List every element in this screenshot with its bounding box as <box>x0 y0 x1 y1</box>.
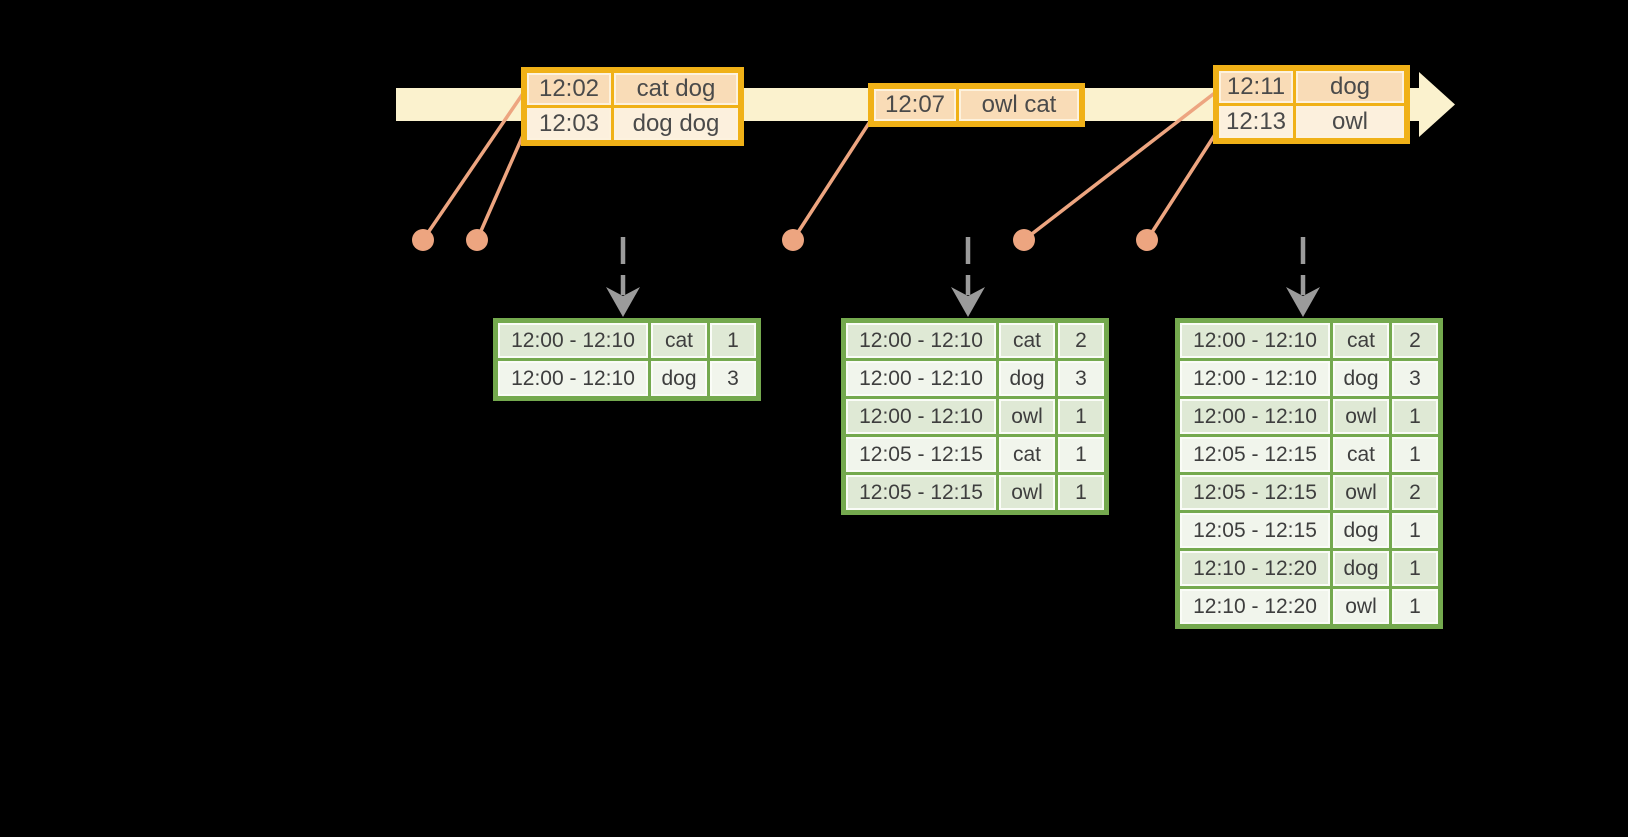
count-cell: 3 <box>1392 361 1438 396</box>
count-cell: 2 <box>1058 323 1104 358</box>
count-cell: 3 <box>710 361 756 396</box>
result-table-1: 12:00 - 12:10 cat 1 12:00 - 12:10 dog 3 <box>493 318 761 401</box>
event-dot <box>1136 229 1158 251</box>
table-row: 12:05 - 12:15 cat 1 <box>1180 437 1438 472</box>
event-dot <box>1013 229 1035 251</box>
table-row: 12:05 - 12:15 owl 2 <box>1180 475 1438 510</box>
event-words-cell: cat dog <box>614 73 738 105</box>
word-cell: cat <box>1333 323 1389 358</box>
window-cell: 12:05 - 12:15 <box>846 437 996 472</box>
table-row: 12:10 - 12:20 owl 1 <box>1180 589 1438 624</box>
event-time-cell: 12:11 <box>1219 71 1293 103</box>
word-cell: owl <box>1333 475 1389 510</box>
timeline-arrowhead-icon <box>1419 72 1455 137</box>
table-row: 12:00 - 12:10 cat 2 <box>1180 323 1438 358</box>
window-cell: 12:10 - 12:20 <box>1180 589 1330 624</box>
connector-line <box>1145 132 1218 241</box>
word-cell: owl <box>1333 399 1389 434</box>
connector-line <box>475 132 526 241</box>
count-cell: 1 <box>710 323 756 358</box>
word-cell: owl <box>999 475 1055 510</box>
count-cell: 1 <box>1058 437 1104 472</box>
word-cell: dog <box>1333 513 1389 548</box>
event-words-cell: owl cat <box>959 89 1079 121</box>
event-row: 12:11 dog <box>1219 71 1404 103</box>
trigger-arrow-head-icon <box>951 287 985 317</box>
result-table-3: 12:00 - 12:10 cat 2 12:00 - 12:10 dog 3 … <box>1175 318 1443 629</box>
connector-line <box>421 91 526 241</box>
connector-lines <box>421 90 1218 242</box>
table-row: 12:05 - 12:15 dog 1 <box>1180 513 1438 548</box>
event-time-cell: 12:07 <box>874 89 956 121</box>
word-cell: cat <box>651 323 707 358</box>
window-cell: 12:05 - 12:15 <box>1180 513 1330 548</box>
window-cell: 12:05 - 12:15 <box>1180 437 1330 472</box>
event-dots <box>412 229 1158 251</box>
window-cell: 12:10 - 12:20 <box>1180 551 1330 586</box>
connector-line <box>1022 90 1218 242</box>
window-cell: 12:00 - 12:10 <box>1180 323 1330 358</box>
table-row: 12:05 - 12:15 owl 1 <box>846 475 1104 510</box>
word-cell: owl <box>1333 589 1389 624</box>
trigger-arrows <box>606 237 1320 317</box>
count-cell: 3 <box>1058 361 1104 396</box>
window-cell: 12:00 - 12:10 <box>846 323 996 358</box>
event-box-1202: 12:02 cat dog 12:03 dog dog <box>521 67 744 146</box>
word-cell: dog <box>999 361 1055 396</box>
word-cell: dog <box>651 361 707 396</box>
count-cell: 1 <box>1058 399 1104 434</box>
event-dot <box>466 229 488 251</box>
count-cell: 2 <box>1392 323 1438 358</box>
window-cell: 12:05 - 12:15 <box>846 475 996 510</box>
event-box-1211: 12:11 dog 12:13 owl <box>1213 65 1410 144</box>
event-box-1207: 12:07 owl cat <box>868 83 1085 127</box>
window-cell: 12:00 - 12:10 <box>1180 399 1330 434</box>
event-time-cell: 12:02 <box>527 73 611 105</box>
window-cell: 12:00 - 12:10 <box>846 399 996 434</box>
window-cell: 12:00 - 12:10 <box>846 361 996 396</box>
event-words-cell: dog <box>1296 71 1404 103</box>
count-cell: 1 <box>1392 437 1438 472</box>
window-cell: 12:05 - 12:15 <box>1180 475 1330 510</box>
word-cell: cat <box>999 437 1055 472</box>
event-time-cell: 12:03 <box>527 108 611 140</box>
event-words-cell: dog dog <box>614 108 738 140</box>
event-row: 12:07 owl cat <box>874 89 1079 121</box>
count-cell: 2 <box>1392 475 1438 510</box>
window-cell: 12:00 - 12:10 <box>498 361 648 396</box>
table-row: 12:05 - 12:15 cat 1 <box>846 437 1104 472</box>
count-cell: 1 <box>1392 513 1438 548</box>
window-cell: 12:00 - 12:10 <box>1180 361 1330 396</box>
word-cell: dog <box>1333 551 1389 586</box>
word-cell: dog <box>1333 361 1389 396</box>
table-row: 12:00 - 12:10 cat 1 <box>498 323 756 358</box>
trigger-arrow-head-icon <box>606 287 640 317</box>
table-row: 12:10 - 12:20 dog 1 <box>1180 551 1438 586</box>
event-row: 12:03 dog dog <box>527 108 738 140</box>
event-row: 12:02 cat dog <box>527 73 738 105</box>
word-cell: cat <box>1333 437 1389 472</box>
event-dot <box>782 229 804 251</box>
count-cell: 1 <box>1058 475 1104 510</box>
event-time-cell: 12:13 <box>1219 106 1293 138</box>
table-row: 12:00 - 12:10 dog 3 <box>846 361 1104 396</box>
count-cell: 1 <box>1392 399 1438 434</box>
event-row: 12:13 owl <box>1219 106 1404 138</box>
table-row: 12:00 - 12:10 dog 3 <box>1180 361 1438 396</box>
table-row: 12:00 - 12:10 cat 2 <box>846 323 1104 358</box>
table-row: 12:00 - 12:10 owl 1 <box>846 399 1104 434</box>
table-row: 12:00 - 12:10 owl 1 <box>1180 399 1438 434</box>
event-dot <box>412 229 434 251</box>
result-table-2: 12:00 - 12:10 cat 2 12:00 - 12:10 dog 3 … <box>841 318 1109 515</box>
word-cell: cat <box>999 323 1055 358</box>
connector-line <box>791 119 873 241</box>
trigger-arrow-head-icon <box>1286 287 1320 317</box>
count-cell: 1 <box>1392 589 1438 624</box>
word-cell: owl <box>999 399 1055 434</box>
event-words-cell: owl <box>1296 106 1404 138</box>
table-row: 12:00 - 12:10 dog 3 <box>498 361 756 396</box>
count-cell: 1 <box>1392 551 1438 586</box>
window-cell: 12:00 - 12:10 <box>498 323 648 358</box>
